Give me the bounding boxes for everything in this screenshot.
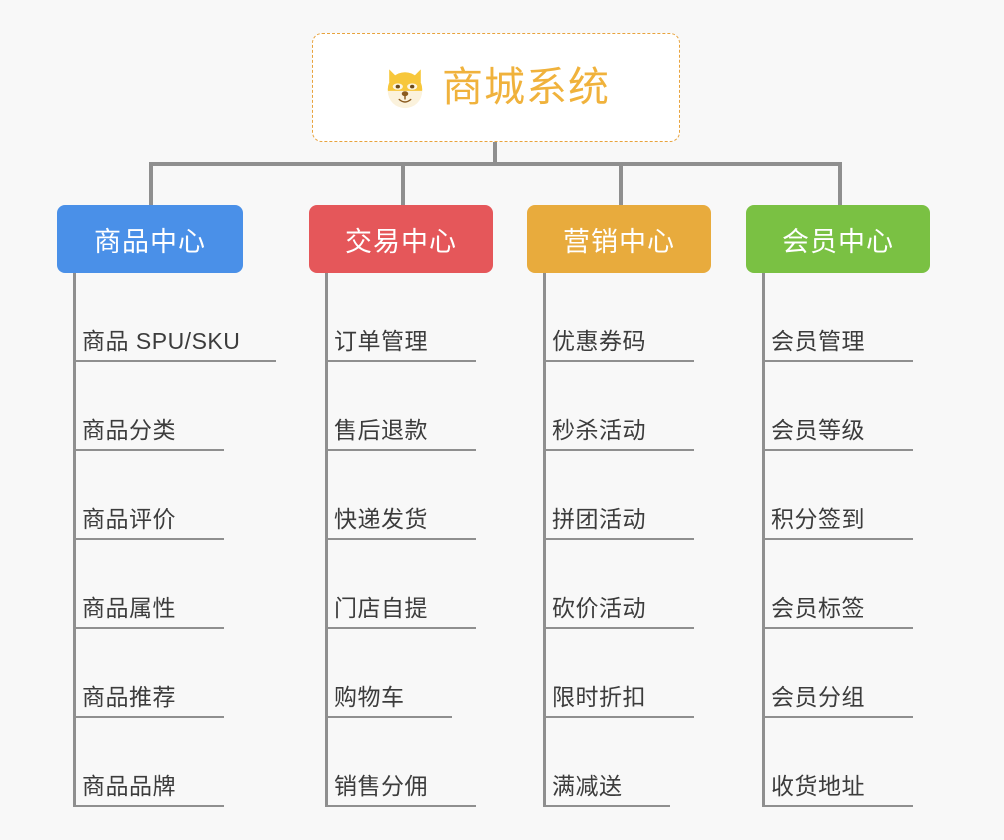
leaf-item[interactable]: 售后退款 <box>328 362 476 451</box>
leaf-item[interactable]: 限时折扣 <box>546 629 694 718</box>
leaf-item-label: 商品分类 <box>82 416 176 443</box>
leaf-item-underline <box>328 716 452 718</box>
leaf-item-underline <box>546 449 694 451</box>
leaf-item[interactable]: 商品品牌 <box>76 718 224 807</box>
category-label: 交易中心 <box>345 226 457 257</box>
leaf-item[interactable]: 会员管理 <box>765 273 913 362</box>
leaf-item-label: 砍价活动 <box>552 594 646 621</box>
leaf-item-label: 收货地址 <box>771 772 865 799</box>
leaf-item-label: 商品品牌 <box>82 772 176 799</box>
branch-drop-connector-trade-center <box>401 162 405 207</box>
leaf-item-label: 商品 SPU/SKU <box>82 327 241 354</box>
leaf-item-label: 商品评价 <box>82 505 176 532</box>
leaf-item[interactable]: 会员分组 <box>765 629 913 718</box>
category-box-product-center[interactable]: 商品中心 <box>57 205 243 273</box>
leaf-item[interactable]: 积分签到 <box>765 451 913 540</box>
leaf-item-underline <box>328 360 476 362</box>
leaf-item-label: 优惠券码 <box>552 327 646 354</box>
leaf-item-label: 积分签到 <box>771 505 865 532</box>
leaf-item-label: 售后退款 <box>334 416 428 443</box>
leaf-item-label: 购物车 <box>334 683 405 710</box>
leaf-item-label: 订单管理 <box>334 327 428 354</box>
root-stem-connector <box>493 142 497 166</box>
leaf-item-underline <box>328 805 476 807</box>
leaf-item-label: 满减送 <box>552 772 623 799</box>
leaf-item-label: 限时折扣 <box>552 683 646 710</box>
leaf-item-underline <box>76 449 224 451</box>
category-box-trade-center[interactable]: 交易中心 <box>309 205 493 273</box>
category-label: 营销中心 <box>563 226 675 257</box>
leaf-item[interactable]: 满减送 <box>546 718 670 807</box>
leaf-item-underline <box>76 538 224 540</box>
leaf-item[interactable]: 商品评价 <box>76 451 224 540</box>
category-box-marketing-center[interactable]: 营销中心 <box>527 205 711 273</box>
leaf-item-label: 商品推荐 <box>82 683 176 710</box>
leaf-item[interactable]: 砍价活动 <box>546 540 694 629</box>
leaf-item-underline <box>328 449 476 451</box>
leaf-item-label: 销售分佣 <box>334 772 428 799</box>
leaf-item[interactable]: 商品推荐 <box>76 629 224 718</box>
leaf-item-label: 快递发货 <box>334 505 428 532</box>
leaf-item-underline <box>765 805 913 807</box>
leaf-item-underline <box>765 360 913 362</box>
category-label: 会员中心 <box>782 226 894 257</box>
branch-drop-connector-marketing-center <box>619 162 623 207</box>
column-spine-marketing-center <box>543 273 546 807</box>
leaf-item-label: 会员等级 <box>771 416 865 443</box>
leaf-item[interactable]: 会员等级 <box>765 362 913 451</box>
leaf-item-underline <box>765 449 913 451</box>
category-label: 商品中心 <box>94 226 206 257</box>
leaf-item-underline <box>765 538 913 540</box>
leaf-item-label: 秒杀活动 <box>552 416 646 443</box>
leaf-item[interactable]: 收货地址 <box>765 718 913 807</box>
horizontal-bus-connector <box>149 162 842 166</box>
dog-face-icon <box>387 68 423 108</box>
leaf-item-underline <box>328 538 476 540</box>
leaf-item-label: 拼团活动 <box>552 505 646 532</box>
leaf-item[interactable]: 优惠券码 <box>546 273 694 362</box>
leaf-item[interactable]: 商品 SPU/SKU <box>76 273 276 362</box>
leaf-item-underline <box>546 360 694 362</box>
leaf-item[interactable]: 秒杀活动 <box>546 362 694 451</box>
branch-drop-connector-product-center <box>149 162 153 207</box>
leaf-item[interactable]: 购物车 <box>328 629 452 718</box>
column-spine-product-center <box>73 273 76 807</box>
leaf-item[interactable]: 订单管理 <box>328 273 476 362</box>
leaf-item-underline <box>546 538 694 540</box>
leaf-item[interactable]: 商品分类 <box>76 362 224 451</box>
leaf-item-label: 会员标签 <box>771 594 865 621</box>
leaf-item[interactable]: 拼团活动 <box>546 451 694 540</box>
leaf-item-label: 会员管理 <box>771 327 865 354</box>
leaf-item-underline <box>765 627 913 629</box>
leaf-item-label: 门店自提 <box>334 594 428 621</box>
leaf-item-label: 商品属性 <box>82 594 176 621</box>
column-spine-trade-center <box>325 273 328 807</box>
column-spine-member-center <box>762 273 765 807</box>
category-box-member-center[interactable]: 会员中心 <box>746 205 930 273</box>
leaf-item-underline <box>546 805 670 807</box>
leaf-item-underline <box>328 627 476 629</box>
leaf-item[interactable]: 快递发货 <box>328 451 476 540</box>
branch-drop-connector-member-center <box>838 162 842 207</box>
leaf-item[interactable]: 商品属性 <box>76 540 224 629</box>
root-title: 商城系统 <box>442 64 610 110</box>
leaf-item-underline <box>546 627 694 629</box>
leaf-item[interactable]: 门店自提 <box>328 540 476 629</box>
leaf-item-underline <box>765 716 913 718</box>
leaf-item-underline <box>76 627 224 629</box>
leaf-item-underline <box>76 716 224 718</box>
leaf-item-label: 会员分组 <box>771 683 865 710</box>
leaf-item[interactable]: 会员标签 <box>765 540 913 629</box>
leaf-item[interactable]: 销售分佣 <box>328 718 476 807</box>
leaf-item-underline <box>76 805 224 807</box>
root-node[interactable]: 商城系统 <box>312 33 680 142</box>
leaf-item-underline <box>546 716 694 718</box>
leaf-item-underline <box>76 360 276 362</box>
